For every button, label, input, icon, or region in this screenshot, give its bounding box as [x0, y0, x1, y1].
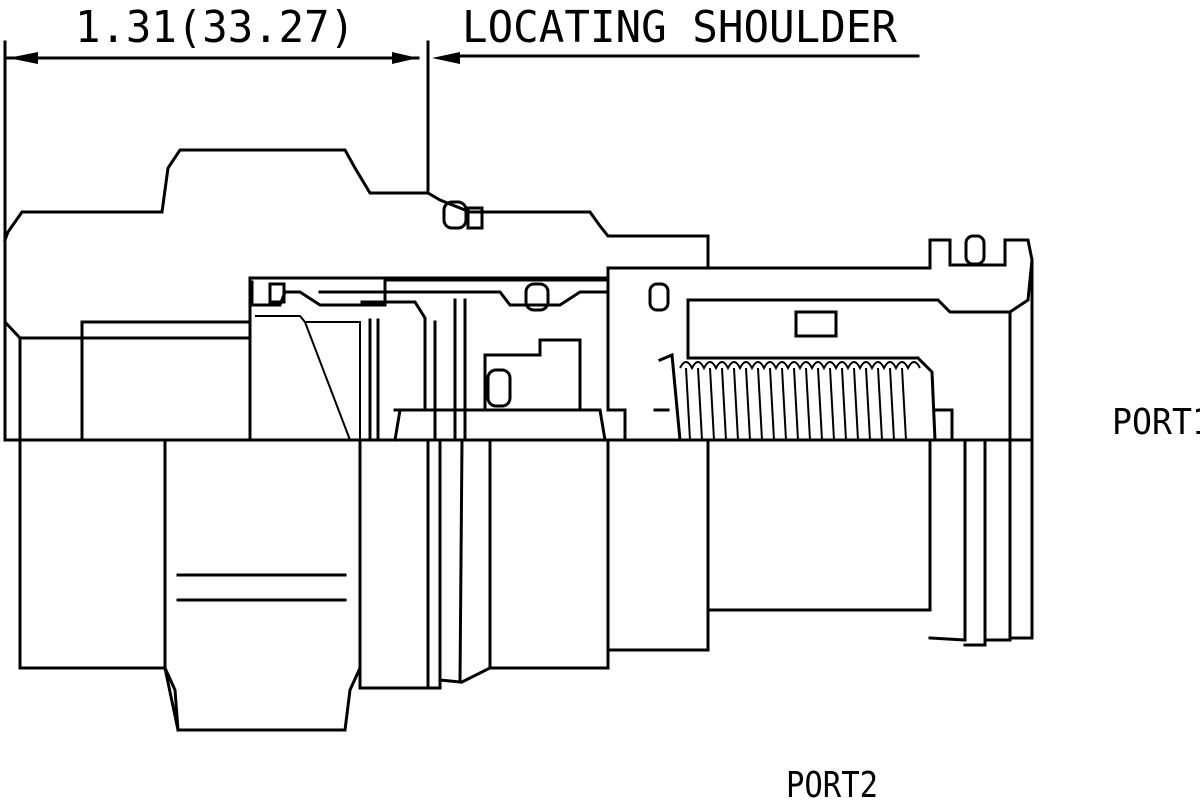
o-ring-mid — [524, 282, 550, 312]
spring-seat-left — [653, 352, 682, 442]
cage-upper-outline — [250, 278, 607, 307]
spring-seat-right — [917, 357, 954, 442]
poppet-upper — [360, 300, 427, 442]
body-lower-outline — [358, 438, 1034, 690]
spring-coils — [679, 361, 921, 441]
cage-upper-inner — [255, 315, 361, 441]
o-ring-spool — [486, 368, 512, 408]
hex-nut-lower — [18, 438, 362, 732]
locating-shoulder-label: LOCATING SHOULDER — [462, 2, 897, 53]
hex-upper-section — [18, 320, 252, 442]
spool-upper — [483, 338, 582, 412]
lower-exterior — [18, 438, 1034, 732]
body-outer-profile — [3, 148, 710, 442]
shoulder-arrow — [432, 52, 460, 64]
cage-right-outline — [606, 238, 1034, 442]
poppet-stem-upper — [393, 298, 607, 442]
port1-label: PORT1 — [1112, 402, 1200, 443]
dimension-label: 1.31(33.27) — [75, 2, 355, 53]
dimension-arrow-right — [392, 52, 418, 64]
backup-ring-shoulder — [466, 206, 484, 230]
o-ring-port — [648, 282, 670, 312]
dimension-line-group — [3, 40, 920, 442]
o-ring-shoulder — [442, 200, 468, 230]
dimension-arrow-left — [8, 52, 38, 64]
spring-guide-block — [794, 310, 838, 338]
seal-left — [268, 282, 286, 304]
o-ring-tip — [964, 234, 986, 266]
port2-label: PORT2 — [786, 765, 878, 800]
